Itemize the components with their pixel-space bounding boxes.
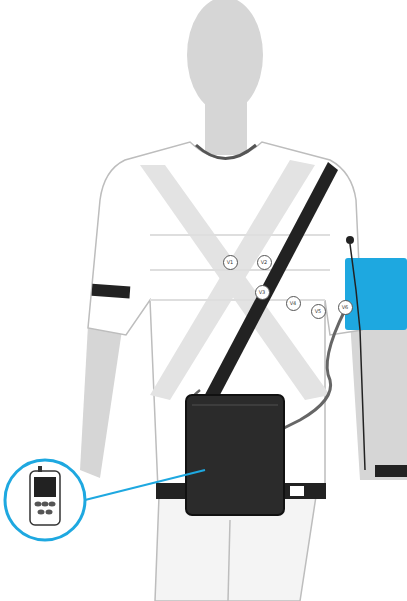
device-screen	[34, 477, 56, 497]
device-button	[38, 510, 45, 515]
arm-band	[92, 284, 131, 299]
device-button	[46, 510, 53, 515]
right-arm	[350, 320, 407, 480]
pouch-seam	[192, 404, 278, 406]
electrode-label: V2	[261, 260, 268, 265]
electrode: V3	[255, 285, 270, 300]
inset-circle	[5, 460, 85, 540]
electrode-label: V6	[342, 305, 349, 310]
chest-band	[150, 269, 330, 271]
device-connector	[38, 466, 42, 472]
cuff-tube	[280, 310, 345, 430]
electrode: V1	[223, 255, 238, 270]
callout-line	[85, 470, 205, 500]
trouser-seam	[228, 520, 230, 601]
shoulder-strap	[200, 162, 338, 410]
electrode-label: V1	[227, 260, 234, 265]
recorder-device	[30, 471, 60, 525]
device-pouch	[186, 395, 284, 515]
collar	[196, 145, 256, 159]
wrist-strap	[375, 465, 407, 477]
electrode-label: V5	[315, 309, 322, 314]
device-button	[35, 502, 42, 507]
electrode: V4	[286, 296, 301, 311]
electrode-dot	[346, 236, 354, 244]
device-button	[42, 502, 49, 507]
neck	[205, 95, 247, 155]
device-button	[49, 502, 56, 507]
sensor-wire	[350, 244, 365, 470]
electrode: V2	[257, 255, 272, 270]
left-arm	[80, 325, 122, 478]
bp-cuff	[345, 258, 407, 330]
belt-buckle	[290, 486, 304, 496]
electrode-label: V4	[290, 301, 297, 306]
electrode-label: V3	[259, 290, 266, 295]
electrode: V6	[338, 300, 353, 315]
electrode: V5	[311, 304, 326, 319]
